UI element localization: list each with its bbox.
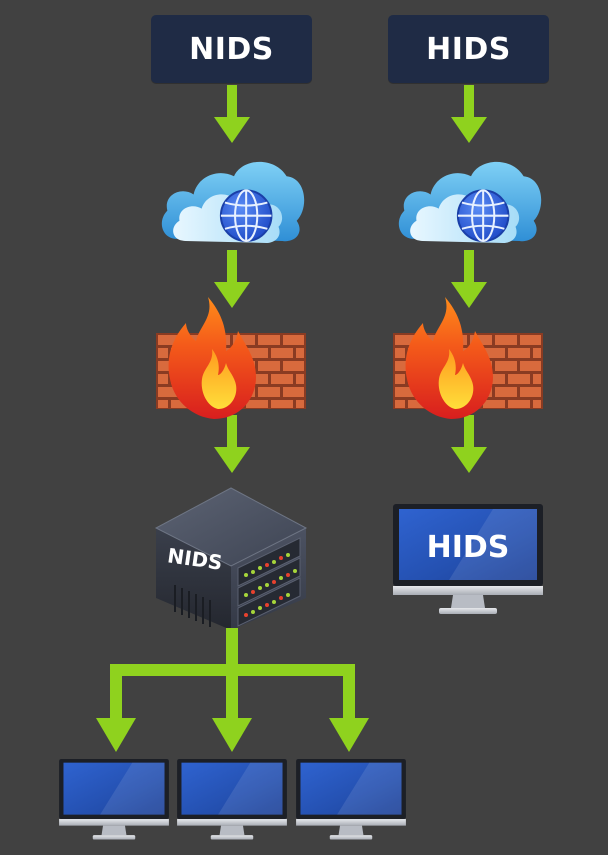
cloud-globe-icon — [160, 160, 306, 244]
monitor-icon — [59, 759, 169, 840]
monitor-icon — [177, 759, 287, 840]
arrow-title-to-cloud-right — [451, 85, 487, 143]
server-icon: NIDS — [154, 487, 308, 630]
nids-title: NIDS — [189, 31, 274, 67]
monitor-label: HIDS — [427, 530, 510, 565]
firewall-icon — [393, 297, 543, 419]
branch-connector — [96, 628, 369, 752]
nids-title-box: NIDS — [151, 15, 312, 83]
hids-title: HIDS — [426, 31, 511, 67]
hids-title-box: HIDS — [388, 15, 549, 83]
cloud-globe-icon — [397, 160, 543, 244]
arrow-cloud-to-firewall-right — [451, 250, 487, 308]
arrow-firewall-to-monitor-right — [451, 415, 487, 473]
firewall-icon — [156, 297, 306, 419]
arrow-cloud-to-firewall-left — [214, 250, 250, 308]
arrow-title-to-cloud-left — [214, 85, 250, 143]
monitor-icon — [296, 759, 406, 840]
arrow-firewall-to-server-left — [214, 415, 250, 473]
